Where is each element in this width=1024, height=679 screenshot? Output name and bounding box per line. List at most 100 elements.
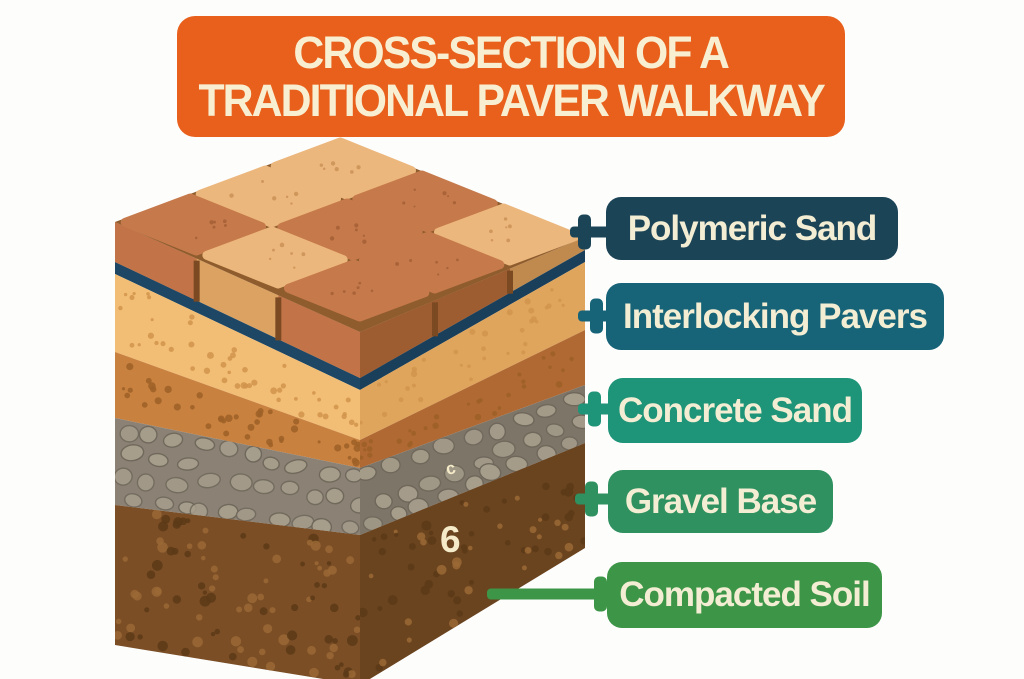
speckle bbox=[227, 356, 233, 361]
speckle bbox=[151, 586, 162, 597]
gravel-stone bbox=[136, 473, 155, 492]
speckle bbox=[580, 537, 585, 545]
sand-speckles bbox=[118, 291, 359, 427]
label-polymeric-sand: Polymeric Sand bbox=[606, 197, 898, 260]
connector-cap-concrete-sand bbox=[588, 391, 601, 427]
speckle bbox=[521, 565, 527, 571]
speckle bbox=[132, 291, 136, 296]
speckle bbox=[405, 386, 410, 391]
speckle bbox=[272, 554, 282, 564]
speckle bbox=[354, 422, 359, 427]
speckle bbox=[560, 489, 567, 496]
speckle bbox=[236, 606, 243, 613]
speckle bbox=[519, 327, 525, 333]
speckle bbox=[341, 413, 347, 420]
paver-speckle bbox=[437, 273, 440, 276]
speckle bbox=[468, 531, 475, 537]
speckle bbox=[323, 569, 331, 577]
speckle bbox=[294, 397, 298, 401]
gravel-stone bbox=[522, 431, 543, 448]
speckle bbox=[524, 546, 532, 554]
speckle bbox=[307, 645, 316, 655]
sand-speckles bbox=[360, 288, 565, 425]
speckle bbox=[345, 397, 351, 403]
paver-speckle bbox=[362, 234, 366, 237]
speckle bbox=[189, 314, 195, 320]
paver-speckle bbox=[229, 193, 234, 198]
speckle bbox=[411, 366, 417, 372]
gravel-stone bbox=[235, 507, 257, 522]
speckle bbox=[306, 539, 313, 546]
label-concrete-sand: Concrete Sand bbox=[608, 378, 862, 443]
paver-side-segment bbox=[435, 268, 510, 336]
paver-speckle bbox=[354, 228, 358, 232]
paver-speckle bbox=[222, 219, 227, 224]
speckle bbox=[421, 520, 432, 531]
speckle bbox=[408, 542, 416, 550]
speckle bbox=[433, 414, 440, 420]
gravel-stone bbox=[478, 463, 502, 482]
speckle bbox=[346, 635, 358, 646]
speckle bbox=[225, 414, 233, 423]
speckle bbox=[154, 397, 162, 405]
speckle bbox=[237, 646, 244, 653]
paver-tile-terracotta bbox=[284, 259, 430, 322]
speckle bbox=[394, 532, 399, 538]
speckle bbox=[561, 303, 565, 307]
speckle bbox=[407, 563, 415, 571]
speckle bbox=[278, 634, 290, 646]
paver-speckle bbox=[322, 167, 326, 171]
speckle bbox=[366, 446, 373, 452]
speckle bbox=[214, 628, 221, 635]
speckle bbox=[555, 380, 563, 388]
speckle bbox=[555, 551, 563, 560]
speckle bbox=[462, 548, 468, 554]
speckle bbox=[469, 328, 476, 335]
speckle bbox=[173, 403, 181, 411]
speckle bbox=[203, 367, 211, 374]
gravel-stone bbox=[418, 475, 442, 492]
speckle bbox=[124, 392, 131, 399]
speckle bbox=[368, 439, 374, 444]
speckle bbox=[258, 648, 266, 656]
gravel-stone bbox=[115, 467, 133, 486]
paver-speckle bbox=[446, 266, 449, 270]
paver-side-segment bbox=[278, 295, 360, 378]
speckle bbox=[423, 426, 428, 431]
speckle bbox=[396, 438, 402, 444]
speckle bbox=[126, 363, 134, 371]
gravel-stone bbox=[119, 424, 140, 443]
speckle bbox=[333, 404, 339, 410]
speckle bbox=[353, 444, 360, 452]
speckle bbox=[168, 346, 174, 352]
speckle bbox=[221, 418, 227, 424]
gravel-stone bbox=[124, 492, 143, 508]
speckle bbox=[521, 384, 527, 389]
speckle bbox=[148, 382, 156, 390]
speckle bbox=[567, 509, 575, 517]
paver-tile-terracotta bbox=[352, 170, 498, 233]
paver-tile-terracotta bbox=[277, 198, 423, 261]
speckle bbox=[230, 636, 242, 647]
speckle bbox=[464, 586, 473, 595]
speckle bbox=[263, 543, 270, 550]
speckle bbox=[247, 423, 255, 431]
speckle bbox=[378, 547, 386, 556]
gravel-stone bbox=[229, 473, 253, 492]
speckle bbox=[151, 560, 163, 571]
gravel-stone bbox=[432, 437, 455, 455]
speckle bbox=[280, 383, 286, 389]
gravel-stone bbox=[463, 428, 484, 446]
speckle bbox=[210, 565, 218, 573]
speckle bbox=[467, 364, 471, 368]
speckle bbox=[406, 637, 412, 643]
speckle bbox=[447, 590, 455, 598]
speckle bbox=[201, 555, 206, 561]
speckle bbox=[353, 626, 360, 634]
speckle bbox=[231, 347, 237, 353]
paver-speckle bbox=[402, 201, 406, 205]
paver-tile-tan bbox=[434, 203, 580, 266]
speckle bbox=[334, 664, 341, 671]
speckle bbox=[251, 379, 258, 386]
speckle bbox=[263, 624, 273, 634]
